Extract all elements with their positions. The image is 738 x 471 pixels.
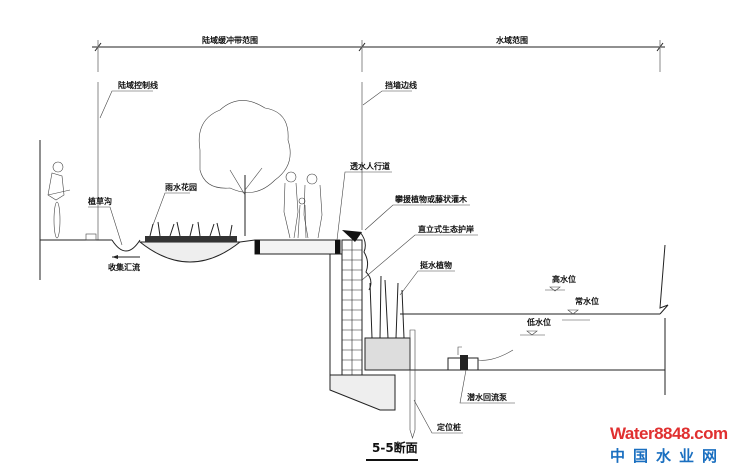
rain-garden <box>138 221 256 263</box>
permeable-walkway-label: 透水人行道 <box>350 161 390 171</box>
normal-water-level-label: 常水位 <box>575 296 599 306</box>
submersible-pump-icon <box>447 346 514 371</box>
land-buffer-label: 陆域缓冲带范围 <box>202 35 258 45</box>
cyclist-icon <box>47 161 71 239</box>
tree-icon <box>198 100 291 236</box>
high-water-level-label: 高水位 <box>552 274 576 284</box>
water-level-icon <box>562 309 590 321</box>
climbing-plants-label: 攀援植物或藤状灌木 <box>394 194 468 204</box>
leader-line <box>413 399 463 434</box>
vertical-eco-revetment <box>329 230 396 411</box>
emergent-plants <box>364 275 411 371</box>
leader-line <box>364 204 470 231</box>
rain-garden-label: 雨水花园 <box>165 182 197 192</box>
leader-line <box>362 90 412 106</box>
watermark-subtitle: 中国水业网 <box>610 447 726 465</box>
watermark-logo: Water8848.com 中国水业网 <box>610 424 735 466</box>
leader-line <box>459 369 515 404</box>
positioning-pile <box>409 329 416 440</box>
collect-runoff-label: 收集汇流 <box>108 262 140 272</box>
grass-swale-label: 植草沟 <box>87 196 112 206</box>
dimension-line <box>92 40 665 240</box>
land-control-line-label: 陆域控制线 <box>118 80 158 90</box>
permeable-walkway <box>254 239 341 255</box>
emergent-plants-label: 挺水植物 <box>420 260 452 270</box>
leader-line <box>336 171 392 241</box>
water-level-icon <box>545 286 565 292</box>
water-level-icon <box>520 330 545 336</box>
leader-line <box>152 192 190 226</box>
grass-swale <box>111 239 141 252</box>
left-ground <box>39 140 112 280</box>
submersible-pump-label: 潜水回流泵 <box>467 392 507 402</box>
watermark-brand: Water8848.com <box>610 424 728 443</box>
positioning-pile-label: 定位桩 <box>436 422 461 432</box>
leader-line <box>99 90 153 119</box>
leader-line <box>88 206 123 246</box>
water-area-label: 水域范围 <box>495 35 528 45</box>
leader-line <box>399 270 455 296</box>
retaining-wall-line-label: 挡墙边线 <box>385 80 417 90</box>
low-water-level-label: 低水位 <box>526 317 551 327</box>
eco-revetment-label: 直立式生态护岸 <box>418 224 474 234</box>
pedestrians-icon <box>283 171 323 239</box>
section-title: 5-5断面 <box>372 440 418 455</box>
leader-line <box>361 234 478 281</box>
water-body <box>400 244 669 395</box>
